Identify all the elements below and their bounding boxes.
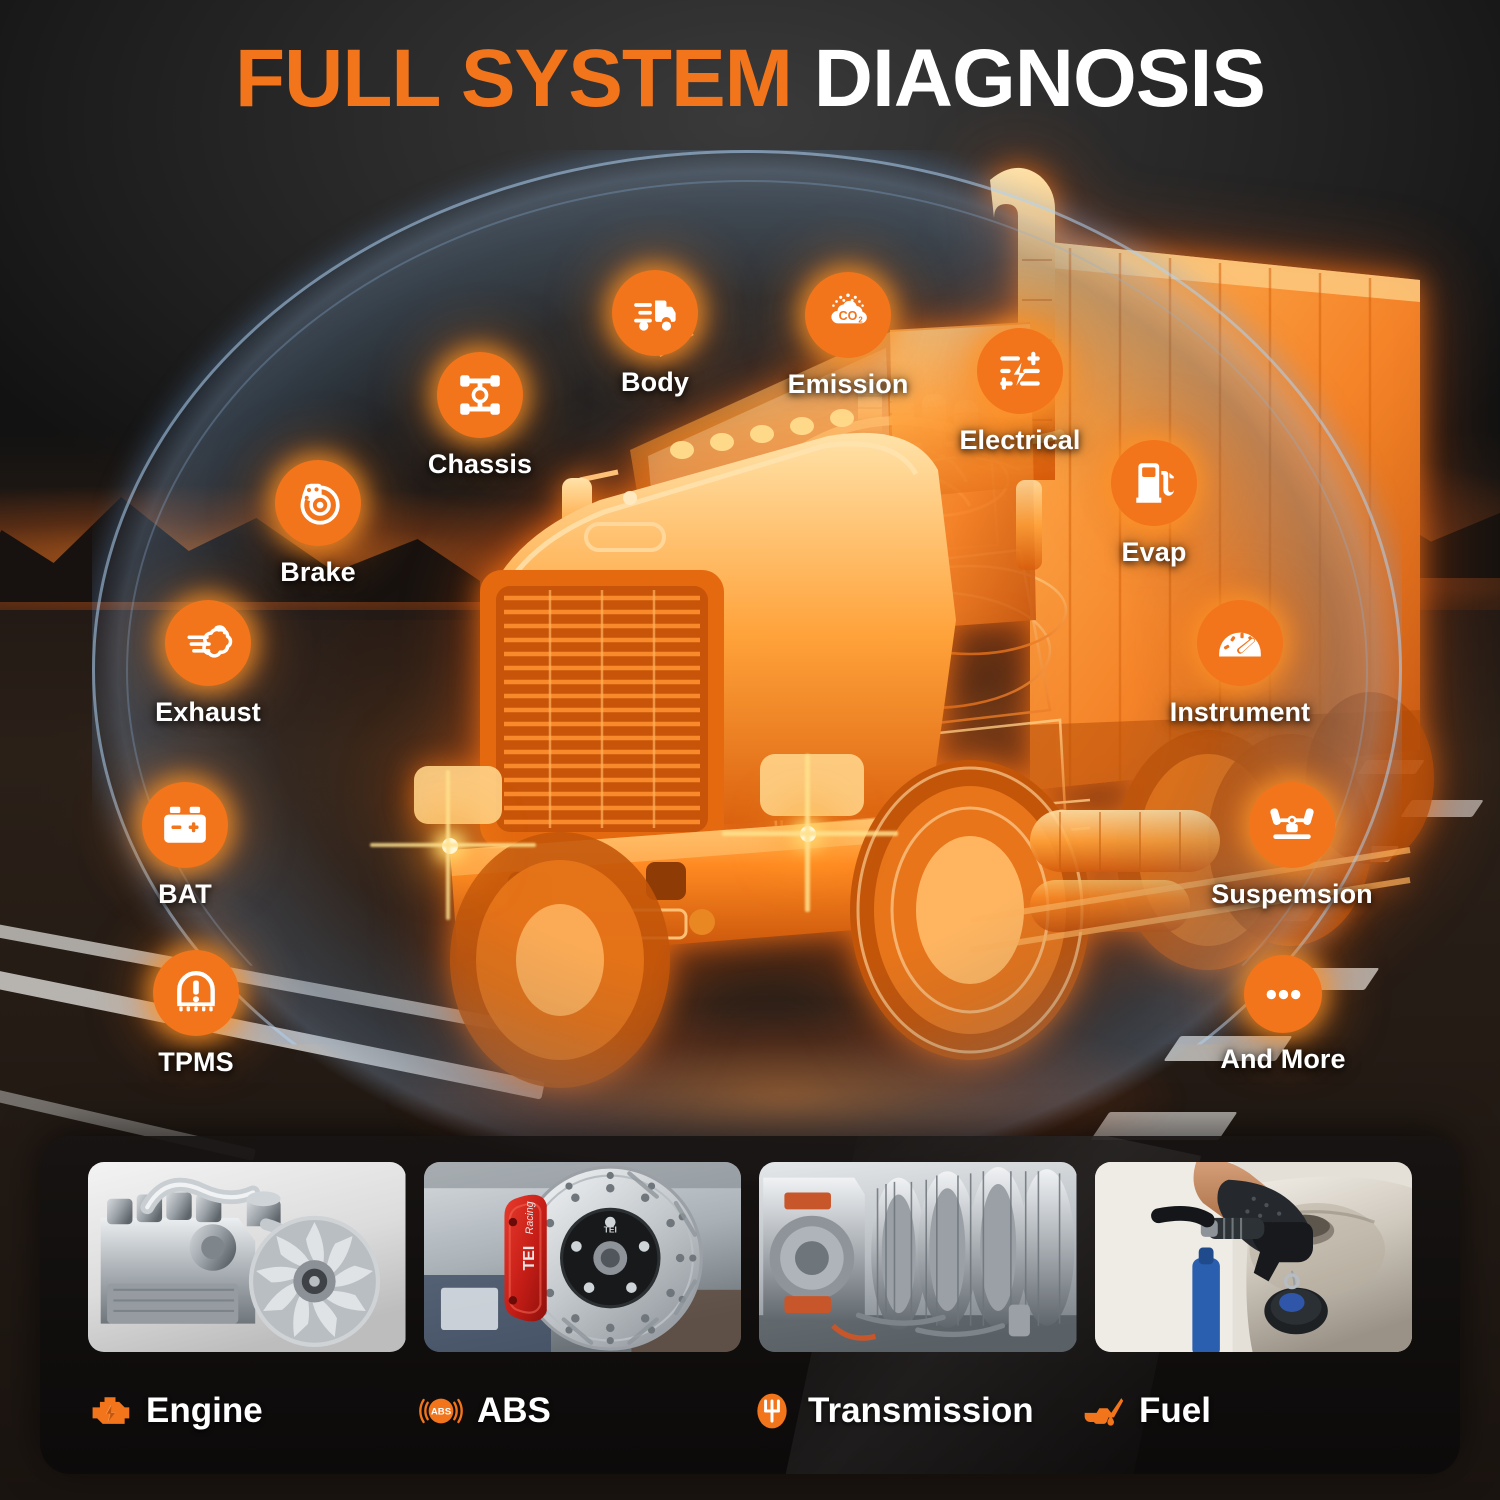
thumbnail-truck-diesel-engine-photo[interactable] xyxy=(88,1162,406,1352)
system-badge-label: TPMS xyxy=(158,1047,234,1077)
svg-text:TEI: TEI xyxy=(521,1246,538,1271)
feature-label-row: Engine ABS ABS xyxy=(88,1378,1412,1444)
thumbnail-refueling-nozzle-photo[interactable] xyxy=(1094,1162,1412,1352)
svg-text:Racing: Racing xyxy=(524,1201,536,1234)
thumbnail-transmission-cutaway-photo[interactable] xyxy=(759,1162,1077,1352)
feature-label-text: Transmission xyxy=(808,1391,1034,1430)
svg-text:CO: CO xyxy=(839,309,858,323)
co2-cloud-icon-wrap: CO 2 xyxy=(805,272,891,358)
feature-label-abs[interactable]: ABS ABS xyxy=(419,1378,750,1444)
system-badge-brake[interactable]: Brake xyxy=(228,460,408,588)
exhaust-puff-icon xyxy=(187,625,233,658)
gauge-icon-wrap xyxy=(1197,600,1283,686)
feature-thumbnail-row: TEI TEI Racing xyxy=(88,1162,1412,1352)
system-badge-label: Exhaust xyxy=(155,697,261,727)
brake-disc-icon xyxy=(300,483,340,525)
oil-can-icon xyxy=(1084,1398,1124,1426)
svg-text:ABS: ABS xyxy=(431,1407,452,1418)
axle-icon xyxy=(1270,808,1314,839)
feature-label-text: Engine xyxy=(146,1391,263,1430)
system-badge-label: Chassis xyxy=(427,449,533,479)
system-badge-label: Electrical xyxy=(959,425,1081,455)
fuel-pump-icon-wrap xyxy=(1111,440,1197,526)
title-orange-part: FULL SYSTEM xyxy=(235,33,793,124)
svg-text:2: 2 xyxy=(858,315,863,324)
system-badge-label: Emission xyxy=(787,369,909,399)
feature-label-engine[interactable]: Engine xyxy=(88,1378,419,1444)
gauge-icon xyxy=(1219,632,1261,657)
diagnostic-scan-arc xyxy=(92,150,1402,1190)
system-badge-battery[interactable]: BAT xyxy=(95,782,275,910)
title-white-part: DIAGNOSIS xyxy=(813,33,1266,124)
svg-text:TEI: TEI xyxy=(603,1225,616,1235)
circuit-bolt-icon-wrap xyxy=(977,328,1063,414)
tpms-icon-wrap xyxy=(153,950,239,1036)
chassis-icon-wrap xyxy=(437,352,523,438)
gear-shift-icon-wrap xyxy=(750,1389,794,1433)
abs-icon: ABS xyxy=(419,1398,463,1424)
system-badge-label: Suspemsion xyxy=(1211,879,1373,909)
brake-photo-vector: TEI TEI Racing xyxy=(423,1162,741,1352)
system-badge-label: Instrument xyxy=(1169,697,1311,727)
ellipsis-icon xyxy=(1266,989,1300,999)
thumbnail-brake-rotor-caliper-photo[interactable]: TEI TEI Racing xyxy=(423,1162,741,1352)
chassis-icon xyxy=(460,375,500,415)
scan-arc-shade xyxy=(106,162,1388,1178)
feature-label-transmission[interactable]: Transmission xyxy=(750,1378,1081,1444)
system-badge-instrument[interactable]: Instrument xyxy=(1150,600,1330,728)
system-badge-label: Brake xyxy=(280,557,356,587)
system-badge-emission[interactable]: CO 2 Emission xyxy=(758,272,938,400)
system-badge-label: And More xyxy=(1220,1044,1346,1074)
system-badge-chassis[interactable]: Chassis xyxy=(390,352,570,480)
page-title: FULL SYSTEM DIAGNOSIS xyxy=(0,33,1500,124)
body-truck-icon xyxy=(634,300,676,331)
system-badge-and-more[interactable]: And More xyxy=(1193,955,1373,1075)
transmission-photo-vector xyxy=(759,1162,1077,1352)
fuel-photo-vector xyxy=(1094,1162,1412,1352)
circuit-bolt-icon xyxy=(1000,351,1040,390)
system-badge-suspension[interactable]: Suspemsion xyxy=(1202,782,1382,910)
system-badge-body[interactable]: Body xyxy=(565,270,745,398)
system-badge-tpms[interactable]: TPMS xyxy=(106,950,286,1078)
check-engine-icon xyxy=(92,1397,130,1424)
system-badge-label: Evap xyxy=(1121,537,1187,567)
system-badge-exhaust[interactable]: Exhaust xyxy=(118,600,298,728)
exhaust-puff-icon-wrap xyxy=(165,600,251,686)
co2-cloud-icon: CO 2 xyxy=(831,293,867,324)
feature-label-text: ABS xyxy=(477,1391,551,1430)
battery-icon xyxy=(164,806,206,843)
battery-icon-wrap xyxy=(142,782,228,868)
axle-icon-wrap xyxy=(1249,782,1335,868)
fuel-pump-icon xyxy=(1136,463,1174,503)
ellipsis-icon-wrap xyxy=(1244,955,1322,1033)
system-badge-label: Body xyxy=(621,367,689,397)
engine-photo-vector xyxy=(88,1162,406,1352)
tpms-icon xyxy=(177,971,215,1012)
bottom-feature-panel: TEI TEI Racing xyxy=(40,1136,1460,1474)
check-engine-icon-wrap xyxy=(88,1389,132,1433)
gear-shift-icon xyxy=(757,1393,787,1429)
system-badge-label: BAT xyxy=(158,879,212,909)
feature-label-text: Fuel xyxy=(1139,1391,1211,1430)
oil-can-icon-wrap xyxy=(1081,1389,1125,1433)
system-badge-evap[interactable]: Evap xyxy=(1064,440,1244,568)
brake-disc-icon-wrap xyxy=(275,460,361,546)
system-badge-electrical[interactable]: Electrical xyxy=(930,328,1110,456)
abs-icon-wrap: ABS xyxy=(419,1389,463,1433)
feature-label-fuel[interactable]: Fuel xyxy=(1081,1378,1412,1444)
body-truck-icon-wrap xyxy=(612,270,698,356)
